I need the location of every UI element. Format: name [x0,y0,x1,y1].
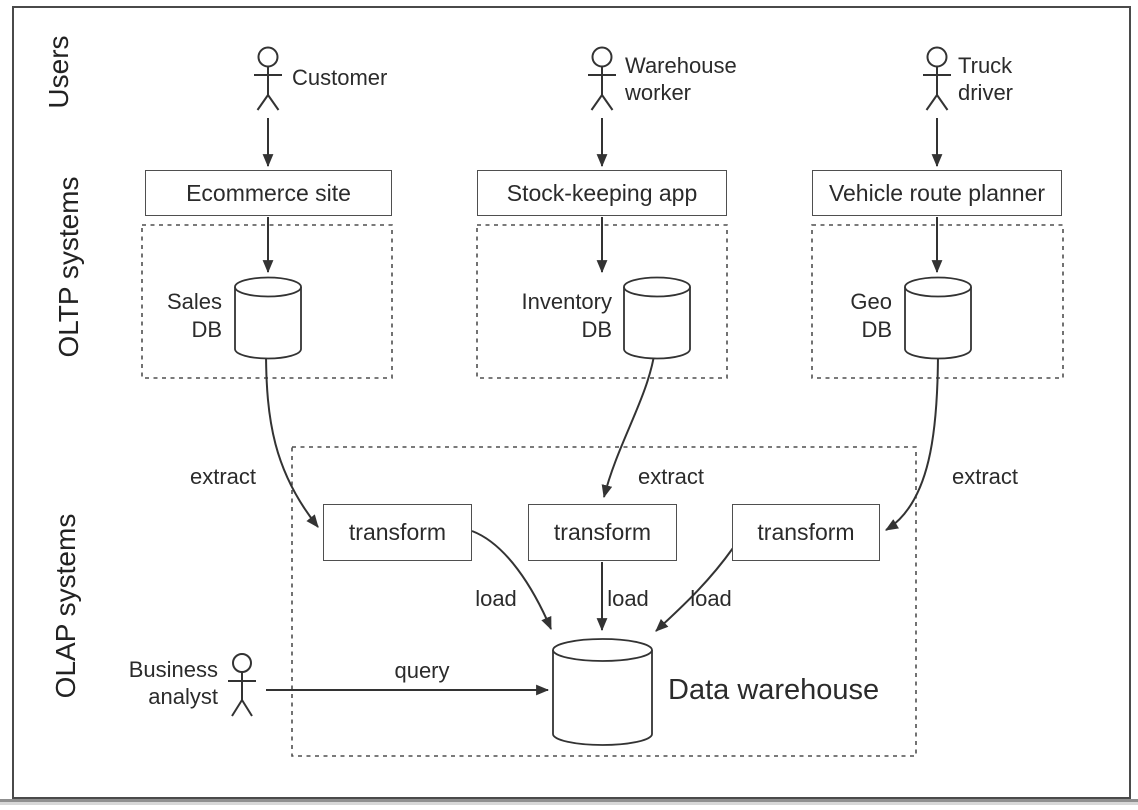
data-warehouse-cylinder [552,638,653,746]
geo-db-cylinder [904,276,972,360]
truck-driver-label: Truck driver [958,53,1014,105]
transform-label-1: transform [348,519,447,545]
transform-box-3: transform [732,504,880,561]
oltp-dashed-box-inventory [476,224,728,379]
customer-figure-icon [254,46,282,111]
business-analyst-label: Business analyst [128,657,218,709]
truck-driver-figure-icon [923,46,951,111]
extract-arrow-sales [265,349,319,528]
extract-label-3: extract [951,464,1019,489]
ecommerce-site-box: Ecommerce site [145,170,392,216]
sales-db-cylinder [234,276,302,360]
transform-label-3: transform [757,519,855,545]
vehicle-route-planner-box: Vehicle route planner [812,170,1062,216]
stock-keeping-app-label: Stock-keeping app [506,179,698,206]
load-label-2: load [607,586,649,611]
inventory-db-label: Inventory DB [521,289,613,342]
page-edge-light [0,802,1138,805]
load-label-1: load [475,586,517,611]
query-label: query [394,658,450,683]
warehouse-worker-label: Warehouse worker [625,53,737,105]
figure-border [12,6,1131,799]
stock-keeping-app-box: Stock-keeping app [477,170,727,216]
load-arrow-right [655,547,734,632]
data-warehouse-label: Data warehouse [668,674,880,706]
customer-label: Customer [292,65,388,90]
transform-label-2: transform [553,519,652,545]
business-analyst-figure-icon [228,653,256,717]
extract-arrow-inventory [601,349,656,499]
page-edge-dark [0,799,1138,802]
extract-label-1: extract [189,464,257,489]
extract-arrow-geo [885,349,939,531]
olap-dashed-box [291,446,917,757]
inventory-db-cylinder [623,276,691,360]
section-label-oltp: OLTP systems [53,176,84,358]
geo-db-label: Geo DB [850,289,892,342]
section-label-olap: OLAP systems [50,513,81,699]
section-label-users: Users [43,35,74,109]
sales-db-label: Sales DB [166,289,222,342]
vehicle-route-planner-label: Vehicle route planner [828,179,1046,206]
transform-box-2: transform [528,504,677,561]
ecommerce-site-label: Ecommerce site [186,179,351,206]
transform-box-1: transform [323,504,472,561]
extract-label-2: extract [637,464,705,489]
load-label-3: load [690,586,732,611]
load-arrow-left [471,530,552,630]
warehouse-worker-figure-icon [588,46,616,111]
